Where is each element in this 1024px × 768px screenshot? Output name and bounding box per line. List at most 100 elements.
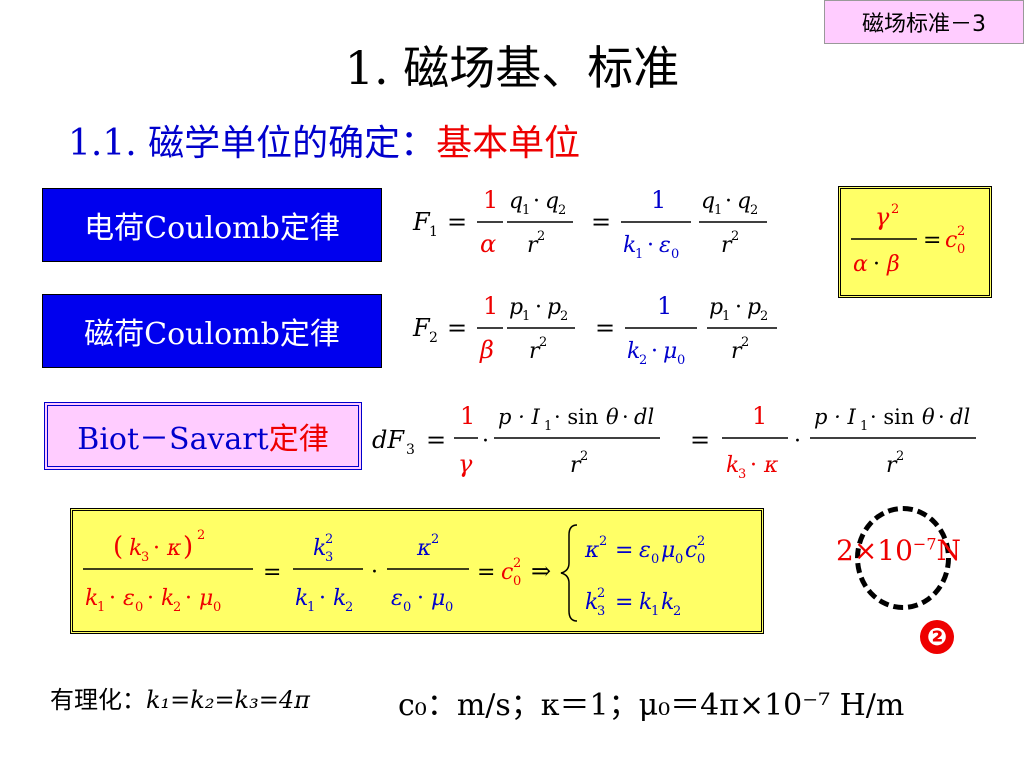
svg-text:k: k	[295, 586, 308, 611]
svg-text:k: k	[161, 586, 174, 611]
svg-text:κ: κ	[166, 536, 182, 561]
svg-text:3: 3	[325, 550, 333, 565]
svg-text:μ: μ	[663, 339, 677, 364]
svg-text:c: c	[501, 560, 513, 585]
dashed-circle-highlight	[855, 506, 951, 610]
svg-text:2: 2	[558, 203, 566, 218]
svg-text:2: 2	[429, 330, 438, 346]
svg-text:1: 1	[483, 292, 498, 320]
svg-text:3: 3	[597, 604, 605, 619]
svg-text:k: k	[726, 453, 739, 478]
svg-text:· sin: · sin	[870, 405, 914, 429]
magnetic-coulomb-law-label: 磁荷Coulomb定律	[42, 294, 382, 368]
svg-text:=: =	[690, 426, 710, 454]
svg-text:q: q	[545, 189, 559, 214]
svg-text:dl: dl	[950, 405, 970, 429]
rationalization-label: 有理化：	[50, 686, 146, 714]
svg-text:·: ·	[371, 560, 378, 585]
svg-text:2: 2	[539, 335, 547, 350]
svg-text:k: k	[661, 590, 674, 615]
svg-text:dl: dl	[634, 405, 654, 429]
svg-text:k: k	[129, 536, 142, 561]
svg-text:3: 3	[406, 442, 415, 458]
svg-text:p: p	[747, 295, 761, 320]
svg-text:0: 0	[135, 600, 143, 615]
svg-text:0: 0	[403, 600, 411, 615]
svg-text:α: α	[480, 230, 496, 258]
svg-text:k: k	[85, 586, 98, 611]
svg-text:0: 0	[651, 552, 659, 567]
svg-text:ε: ε	[391, 586, 403, 611]
rationalization-note: 有理化：k₁=k₂=k₃=4π	[50, 680, 310, 715]
svg-text:k: k	[639, 590, 652, 615]
svg-text:·: ·	[147, 586, 154, 611]
svg-text:k: k	[623, 233, 636, 258]
svg-text:dF: dF	[372, 426, 405, 454]
svg-text:p · I: p · I	[498, 405, 540, 429]
svg-text:2: 2	[731, 229, 739, 244]
svg-text:r: r	[527, 233, 539, 258]
svg-text:2: 2	[639, 353, 647, 368]
svg-text:θ: θ	[606, 405, 619, 429]
svg-text:2: 2	[957, 224, 965, 239]
svg-text:2: 2	[673, 604, 681, 619]
svg-text:0: 0	[671, 247, 679, 262]
svg-text:1: 1	[307, 600, 315, 615]
svg-text:κ: κ	[584, 538, 600, 563]
svg-text:F: F	[412, 208, 431, 236]
svg-text:p: p	[547, 295, 561, 320]
svg-text:κ: κ	[416, 536, 432, 561]
subtitle: 1.1. 磁学单位的确定：基本单位	[68, 114, 580, 166]
biot-savart-suffix: 定律	[268, 422, 329, 457]
slide-tag: 磁场标准－3	[824, 0, 1024, 44]
svg-text:0: 0	[697, 552, 705, 567]
svg-text:·: ·	[417, 586, 424, 611]
svg-text:1: 1	[860, 419, 868, 434]
svg-text:=: =	[595, 314, 615, 342]
svg-text:p: p	[509, 295, 523, 320]
svg-text:0: 0	[675, 552, 683, 567]
svg-text:ε: ε	[659, 233, 671, 258]
svg-text:0: 0	[513, 574, 521, 589]
svg-text:1: 1	[460, 402, 475, 430]
svg-text:μ: μ	[431, 586, 445, 611]
svg-text:2: 2	[580, 449, 588, 464]
svg-text:0: 0	[445, 600, 453, 615]
svg-text:·: ·	[185, 586, 192, 611]
svg-text:2: 2	[197, 528, 205, 543]
force-unit: N	[936, 534, 962, 567]
svg-text:F: F	[412, 314, 431, 342]
svg-text:p · I: p · I	[814, 405, 856, 429]
svg-text:·: ·	[725, 189, 732, 214]
biot-savart-name: Biot－Savart	[77, 422, 269, 457]
svg-text:1: 1	[635, 247, 643, 262]
svg-text:·: ·	[109, 586, 116, 611]
svg-text:ε: ε	[639, 538, 651, 563]
svg-text:2: 2	[599, 534, 607, 549]
svg-text:μ: μ	[661, 538, 675, 563]
svg-text:·: ·	[938, 405, 945, 429]
svg-text:2: 2	[325, 532, 333, 547]
force-exponent: −7	[912, 534, 937, 554]
svg-text:2: 2	[697, 534, 705, 549]
svg-text:·: ·	[319, 586, 326, 611]
electric-coulomb-law-label: 电荷Coulomb定律	[42, 188, 382, 262]
svg-text:·: ·	[153, 536, 160, 561]
svg-text:ε: ε	[123, 586, 135, 611]
svg-text:2: 2	[750, 203, 758, 218]
svg-text:=: =	[426, 426, 446, 454]
svg-text:q: q	[737, 189, 751, 214]
svg-text:2: 2	[560, 309, 568, 324]
page-title: 1. 磁场基、标准	[344, 41, 680, 95]
svg-text:α: α	[853, 252, 868, 277]
svg-text:·: ·	[651, 339, 658, 364]
svg-text:(: (	[113, 532, 123, 562]
svg-text:γ: γ	[875, 203, 890, 231]
svg-text:1: 1	[97, 600, 105, 615]
